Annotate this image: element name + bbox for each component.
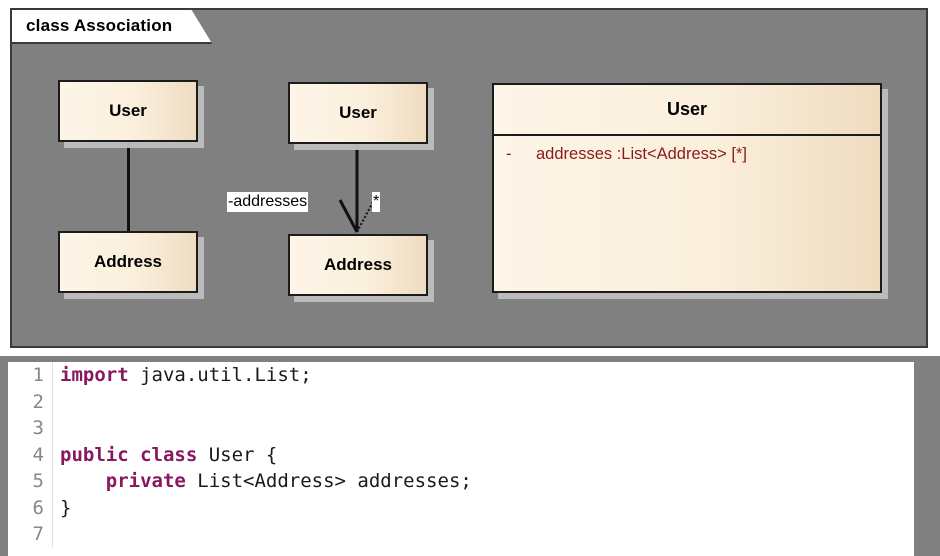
code-keyword: import <box>60 364 129 386</box>
code-text: import java.util.List; <box>60 362 312 389</box>
code-line[interactable]: 4 public class User { <box>8 441 914 469</box>
code-token: User { <box>197 443 278 466</box>
code-lines[interactable]: 1 import java.util.List; 2 3 4 public class U… <box>8 362 914 548</box>
association-role-label: -addresses <box>227 192 309 212</box>
line-number: 7 <box>32 523 44 545</box>
line-number: 1 <box>32 364 44 386</box>
code-text: public class User { <box>60 442 277 469</box>
code-line[interactable]: 7 <box>8 521 914 548</box>
class-box-address-directed[interactable]: Address <box>288 234 428 296</box>
line-number: 5 <box>32 470 44 492</box>
attribute-row: - addresses :List<Address> [*] <box>494 136 880 164</box>
gutter-divider <box>52 362 53 389</box>
line-number: 3 <box>32 417 44 439</box>
gutter-divider <box>52 415 53 442</box>
attribute-visibility: - <box>506 145 512 163</box>
association-arrow-directed <box>338 140 375 233</box>
code-line[interactable]: 1 import java.util.List; <box>8 362 914 389</box>
class-box-user-directed[interactable]: User <box>288 82 428 144</box>
code-text: private List<Address> addresses; <box>60 468 472 495</box>
compartment-divider <box>494 134 880 136</box>
class-diagram-frame: User Address User -addresses * Address U… <box>10 8 928 348</box>
class-name-label: Address <box>323 255 393 274</box>
class-name-label: Address <box>93 252 163 271</box>
code-keyword: public class <box>60 443 198 466</box>
code-text: } <box>60 495 71 522</box>
class-name-label: User <box>666 99 708 119</box>
diagram-frame-tab: class Association <box>10 8 212 44</box>
code-line[interactable]: 5 private List<Address> addresses; <box>8 468 914 495</box>
line-number: 6 <box>32 496 44 519</box>
line-number: 2 <box>32 390 44 413</box>
code-line[interactable]: 3 <box>8 415 914 442</box>
gutter-divider <box>52 441 53 468</box>
attribute-signature: addresses :List<Address> [*] <box>536 145 747 163</box>
code-editor[interactable]: 1 import java.util.List; 2 3 4 public class U… <box>8 362 914 556</box>
code-token: } <box>60 496 72 519</box>
class-name-label: User <box>109 101 147 120</box>
association-line-plain <box>127 141 130 231</box>
class-name-label: User <box>339 103 377 122</box>
class-box-address-plain[interactable]: Address <box>58 231 198 293</box>
class-box-user-attributed[interactable]: User - addresses :List<Address> [*] <box>492 83 882 293</box>
code-token: java.util.List; <box>128 364 312 386</box>
gutter-divider <box>52 494 53 521</box>
gutter-divider <box>52 521 53 548</box>
association-multiplicity-label: * <box>372 192 381 212</box>
code-line[interactable]: 2 <box>8 388 914 415</box>
gutter-divider <box>52 388 53 415</box>
code-token: List<Address> addresses; <box>185 470 472 492</box>
code-line[interactable]: 6} <box>8 494 914 522</box>
diagram-frame-label: class Association <box>26 16 173 35</box>
code-token <box>60 470 106 492</box>
line-number: 4 <box>32 443 44 466</box>
class-box-user-plain[interactable]: User <box>58 80 198 142</box>
code-keyword: private <box>105 470 186 492</box>
gutter-divider <box>52 468 53 495</box>
code-editor-backdrop: 1 import java.util.List; 2 3 4 public class U… <box>0 356 940 556</box>
